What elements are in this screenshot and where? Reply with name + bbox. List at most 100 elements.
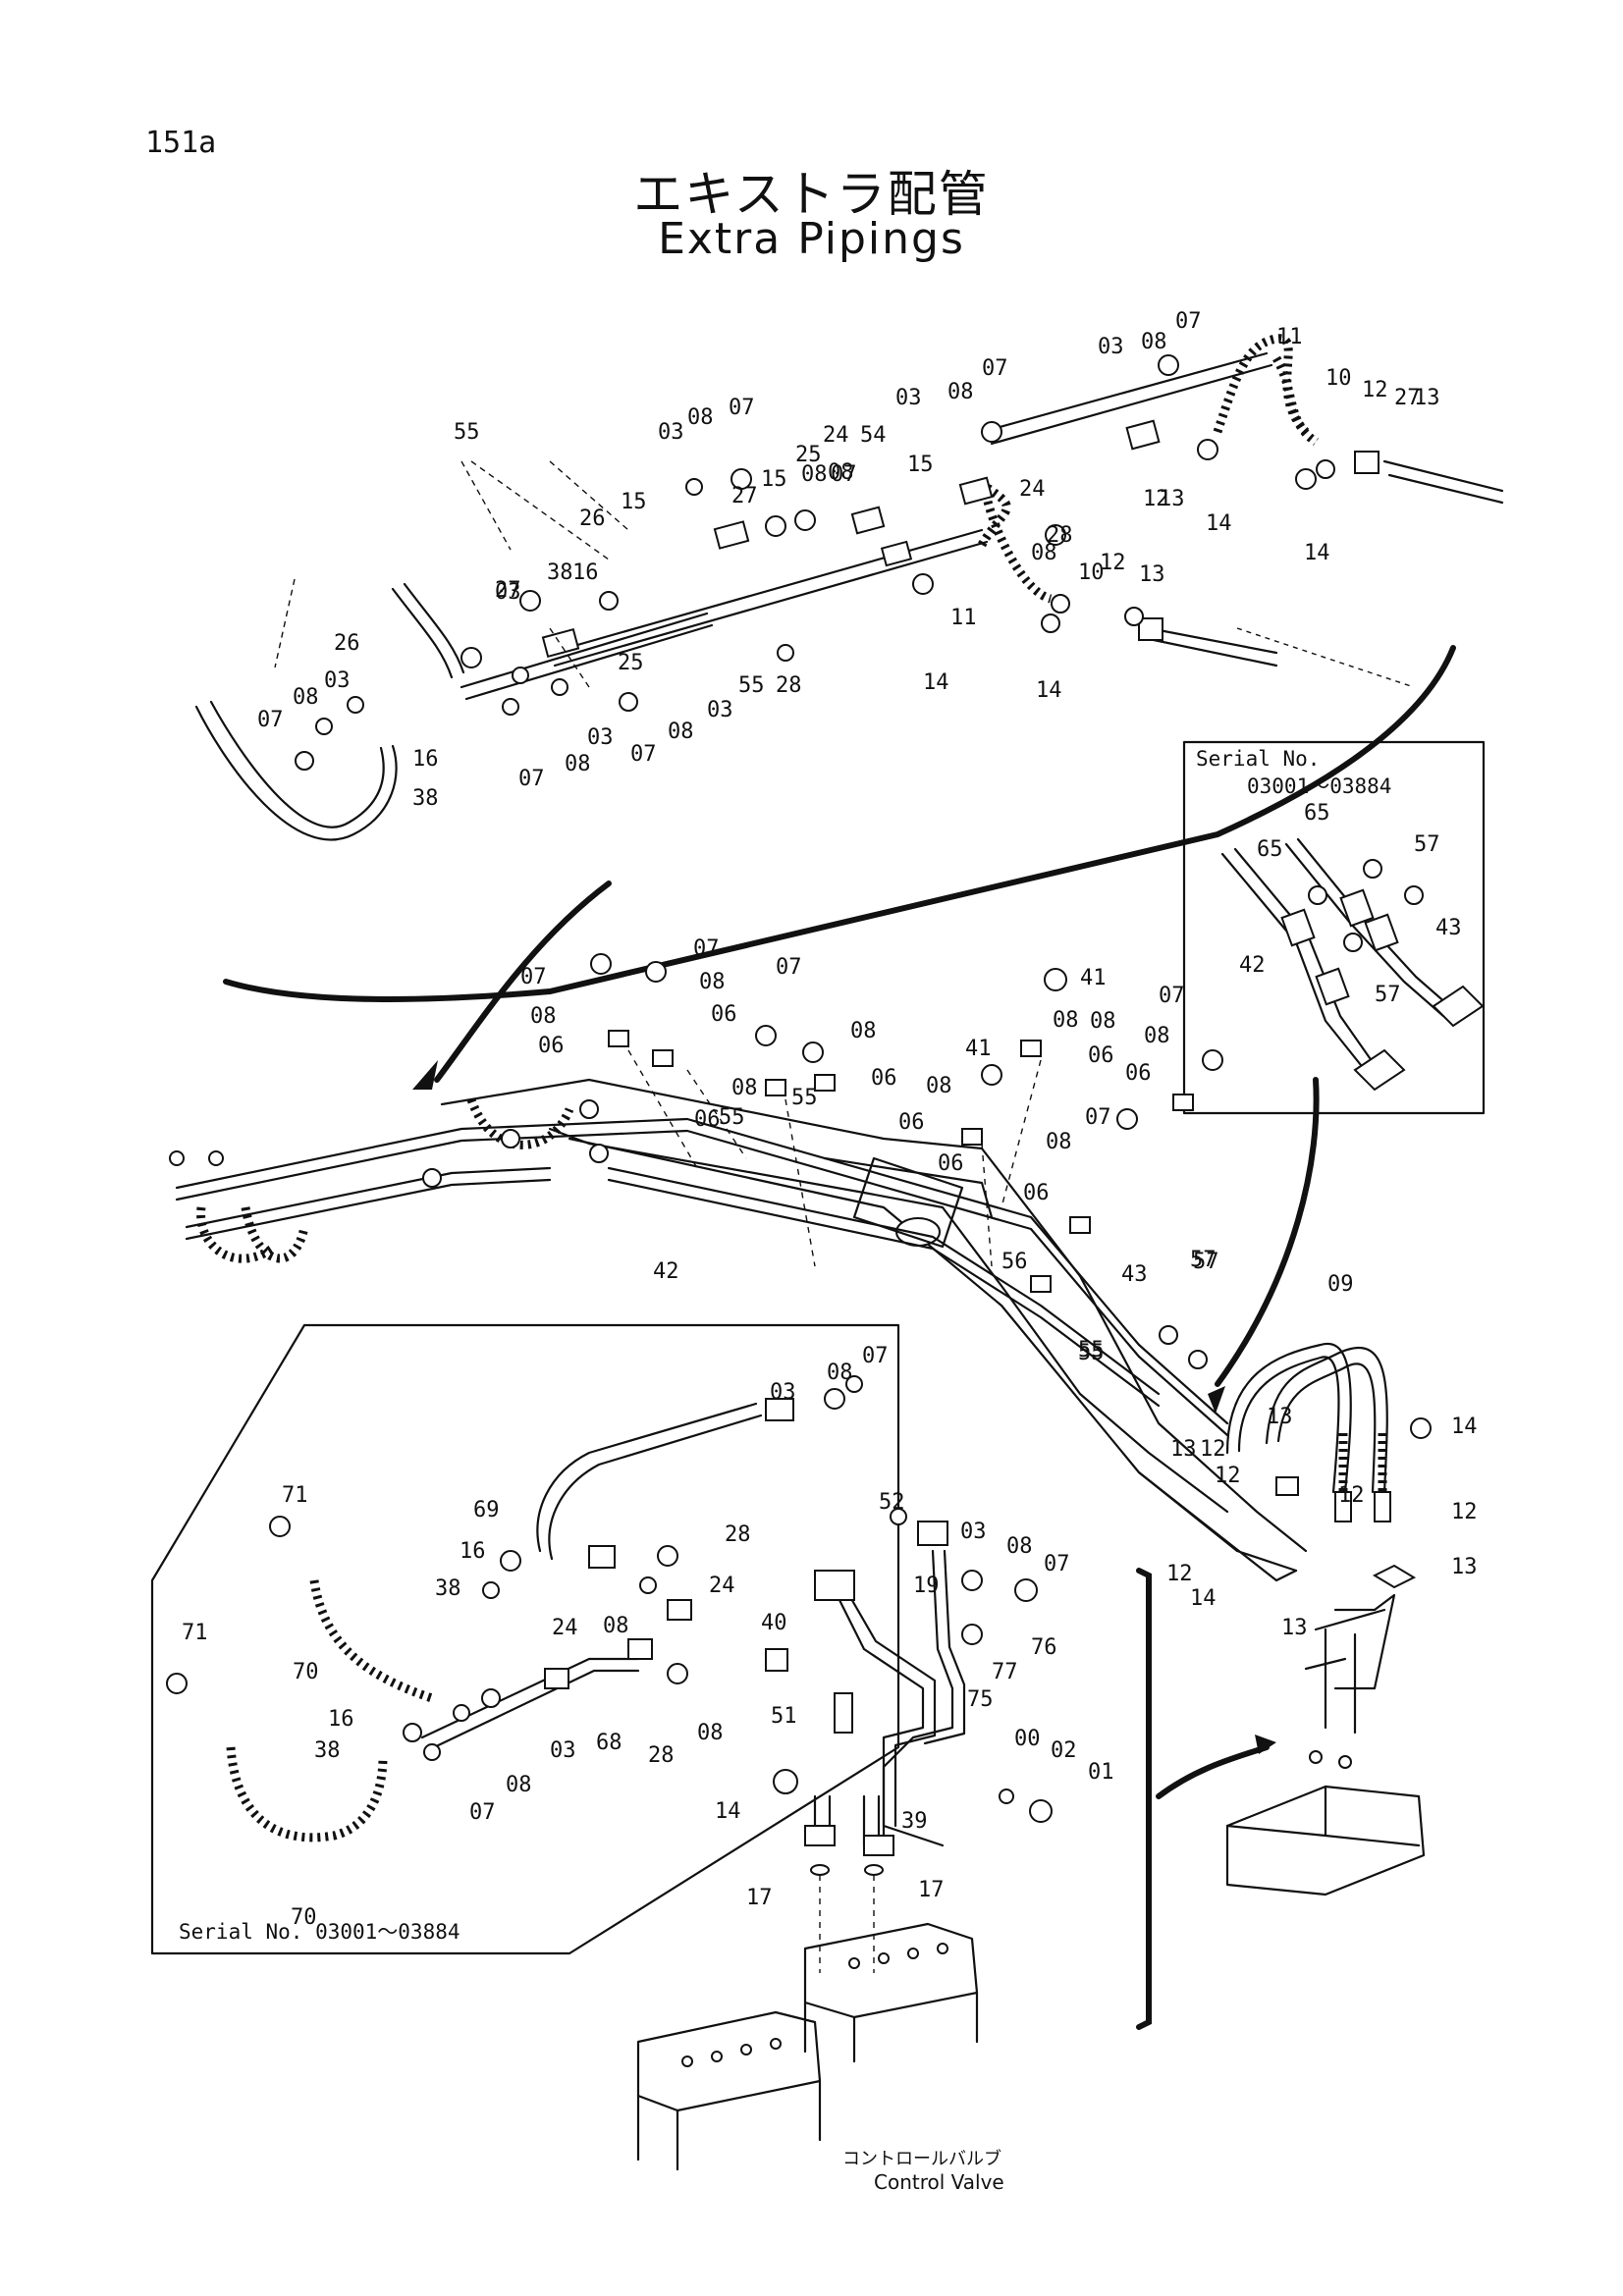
part-label: 55 (791, 1086, 818, 1110)
part-label: 68 (596, 1731, 622, 1755)
title-japanese: エキストラ配管 (633, 166, 990, 223)
part-label: 08 (603, 1614, 629, 1638)
part-label: 08 (1144, 1024, 1170, 1048)
part-label: 08 (731, 1076, 758, 1100)
part-label: 42 (653, 1259, 679, 1284)
part-label: 13 (1414, 386, 1440, 410)
part-label: 07 (1159, 984, 1185, 1008)
part-label: 08 (1006, 1534, 1033, 1559)
part-label: 57 (1375, 983, 1401, 1007)
part-label: 24 (1019, 477, 1046, 502)
part-label: 07 (862, 1344, 889, 1368)
part-label: 13 (1139, 562, 1165, 587)
part-label: 07 (257, 708, 284, 732)
part-label: 55 (719, 1105, 745, 1130)
part-label: 14 (1451, 1415, 1478, 1439)
part-label: 43 (1121, 1262, 1148, 1287)
part-label: 57 (1414, 832, 1440, 857)
page-number: 151a (145, 126, 217, 160)
part-label: 24 (709, 1574, 735, 1598)
part-label: 12 (1215, 1464, 1241, 1488)
part-label: 57 (1190, 1248, 1217, 1272)
part-label: 10 (1325, 366, 1352, 391)
right-hose-group (1136, 1342, 1432, 2030)
part-label: 03 (1098, 335, 1124, 359)
top-exploded-view (194, 334, 1504, 1002)
part-label: 08 (699, 970, 726, 994)
part-label: 08 (827, 1361, 853, 1385)
inset-serial-range: 03001～03884 (1247, 774, 1391, 798)
part-label: 08 (1141, 330, 1167, 354)
part-label: 14 (1304, 541, 1330, 565)
part-label: 08 (697, 1721, 724, 1745)
part-label: 15 (621, 490, 647, 514)
part-label: 12 (1166, 1562, 1193, 1586)
part-label: 28 (776, 673, 802, 698)
part-label: 56 (1001, 1250, 1028, 1274)
part-label: 08 (1090, 1009, 1116, 1034)
part-label: 06 (711, 1002, 737, 1027)
inset-serial-label: Serial No. (1196, 747, 1320, 771)
part-label: 03 (770, 1380, 796, 1405)
part-label: 07 (1175, 309, 1202, 334)
part-label: 12 (1143, 487, 1169, 511)
part-label: 17 (918, 1878, 945, 1902)
part-label: 39 (901, 1809, 928, 1834)
part-label: 41 (965, 1037, 992, 1061)
part-label: 24 (552, 1616, 578, 1640)
part-label: 13 (1170, 1437, 1197, 1462)
part-label: 06 (538, 1034, 565, 1058)
part-label: 38 (412, 786, 439, 811)
part-label: 08 (1046, 1130, 1072, 1154)
part-label: 12 (1451, 1500, 1478, 1524)
boom-assembly (169, 953, 1308, 1582)
part-label: 09 (1327, 1272, 1354, 1297)
inset-to-boom-arrow (1215, 1077, 1320, 1387)
part-label: 06 (898, 1110, 925, 1135)
part-label: 02 (1051, 1738, 1077, 1763)
part-label: 43 (1435, 916, 1462, 940)
part-label: 71 (182, 1621, 208, 1645)
part-label: 16 (412, 747, 439, 772)
part-label: 55 (454, 420, 480, 445)
part-label: 25 (618, 651, 644, 675)
part-label: 00 (1014, 1727, 1041, 1751)
part-label: 12 (1200, 1437, 1226, 1462)
part-label: 26 (579, 507, 606, 531)
part-label: 14 (715, 1799, 741, 1824)
part-label: 12 (1338, 1483, 1365, 1508)
part-label: 08 (530, 1004, 557, 1029)
part-label: 08 (668, 720, 694, 744)
part-label: 51 (771, 1704, 797, 1729)
part-label: 03 (495, 580, 521, 605)
part-label: 70 (291, 1905, 317, 1930)
part-label: 27 (495, 578, 521, 603)
part-label: 27 (1394, 386, 1421, 410)
top-to-boom-arrow (434, 881, 612, 1083)
part-label: 26 (334, 631, 360, 656)
part-label: 08 (687, 405, 714, 430)
part-label: 06 (694, 1107, 721, 1132)
part-label: 65 (1257, 837, 1283, 862)
part-label: 07 (630, 742, 657, 767)
part-label: 08 (1031, 541, 1057, 565)
part-label: 15 (907, 453, 934, 477)
control-valve-caption-en: Control Valve (874, 2170, 1004, 2194)
part-label: 07 (982, 356, 1008, 381)
part-label: 01 (1088, 1760, 1114, 1785)
part-labels-middle: 07 07 08 08 06 06 08 07 08 06 06 08 55 5… (520, 801, 1478, 1640)
part-label: 03 (324, 668, 351, 693)
part-label: 16 (572, 561, 599, 585)
part-label: 07 (518, 767, 545, 791)
part-label: 03 (895, 386, 922, 410)
part-label: 15 (761, 467, 787, 492)
part-label: 57 (1193, 1250, 1219, 1274)
part-label: 08 (565, 752, 591, 776)
part-label: 13 (1159, 487, 1185, 511)
part-label: 14 (1036, 678, 1062, 703)
part-label: 06 (871, 1066, 897, 1091)
part-label: 06 (1088, 1043, 1114, 1068)
part-label: 07 (831, 462, 857, 487)
part-label: 14 (1190, 1586, 1217, 1611)
